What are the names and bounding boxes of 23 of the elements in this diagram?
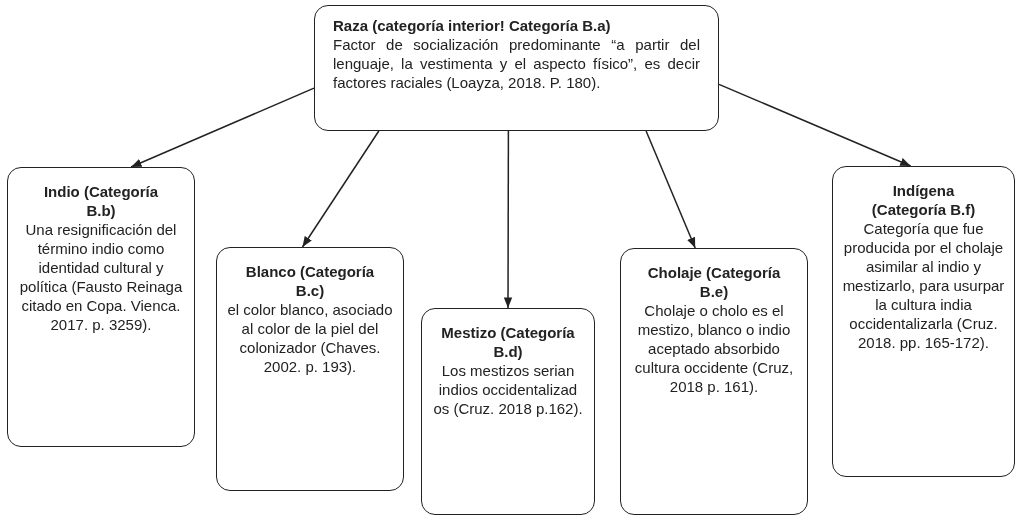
category-description: Los mestizos serian indios occidentalizad os (Cruz. 2018 p.162). <box>432 361 584 418</box>
arrow <box>645 130 696 249</box>
category-box <box>7 167 195 447</box>
category-heading: Mestizo (Categoría B.d) <box>440 323 576 361</box>
category-box <box>314 5 719 131</box>
category-box <box>216 247 404 491</box>
category-description: Una resignificación del término indio como identidad cultural y política (Fausto Reinaga citado en Copa. Vienca. 2017. p. 3259). <box>18 220 184 334</box>
arrow <box>130 87 315 168</box>
arrow <box>718 83 912 167</box>
category-heading: Raza (categoría interior! Categoría B.a) <box>333 16 612 35</box>
arrow <box>503 130 513 309</box>
category-description: el color blanco, asociado al color de la piel del colonizador (Chaves. 2002. p. 193). <box>226 300 394 376</box>
category-description: Factor de socialización predominante “a partir del lenguaje, la vestimenta y el aspecto físico”, es decir factores raciales (Loayza, 2018. P. 180). <box>333 35 700 92</box>
category-box <box>620 248 808 515</box>
category-heading: Blanco (Categoría B.c) <box>244 262 376 300</box>
category-box <box>832 166 1015 477</box>
category-description: Cholaje o cholo es el mestizo, blanco o indio aceptado absorbido cultura occidente (Cruz, 2018 p. 161). <box>633 301 795 396</box>
category-heading: Indio (Categoría B.b) <box>42 182 160 220</box>
category-box <box>421 308 595 515</box>
category-description: Categoría que fue producida por el cholaje asimilar al indio y mestizarlo, para usurpar la cultura india occidentalizarla (Cruz. 2018. pp. 165-172). <box>841 219 1006 352</box>
category-heading: Cholaje (Categoría B.e) <box>646 263 782 301</box>
category-heading: Indígena (Categoría B.f) <box>870 181 977 219</box>
arrow <box>301 130 380 248</box>
